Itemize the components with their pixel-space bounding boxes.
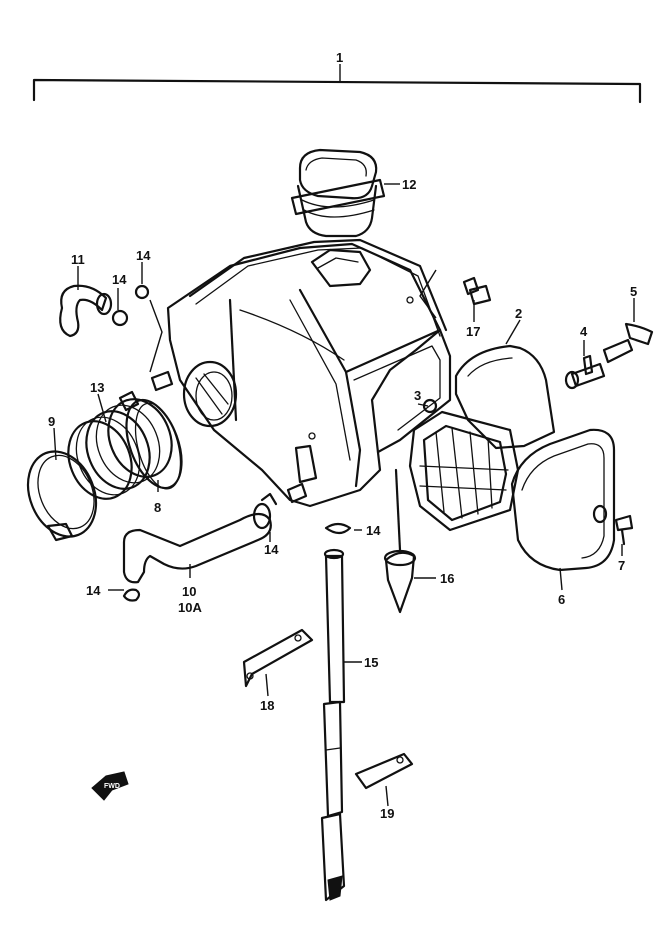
drain-valve-part-16 [383, 468, 417, 614]
callout-19: 19 [380, 806, 394, 821]
callout-17: 17 [466, 324, 480, 339]
drain-pipe-part-15 [320, 548, 346, 902]
callout-2: 2 [515, 306, 522, 321]
callout-11: 11 [71, 252, 85, 267]
drain-hose-part-10 [122, 492, 278, 584]
front-direction-arrow-icon: FWD [91, 771, 129, 801]
callout-14-mid: 14 [264, 542, 279, 557]
callout-8: 8 [154, 500, 161, 515]
screw-part-4 [564, 354, 606, 390]
callout-5: 5 [630, 284, 637, 299]
callout-3: 3 [414, 388, 421, 403]
callout-7: 7 [618, 558, 625, 573]
leader-lines [53, 183, 635, 807]
callout-18: 18 [260, 698, 274, 713]
callout-14-upper-left: 14 [112, 272, 127, 287]
clip-part-14-lower [122, 522, 352, 602]
callout-12: 12 [402, 177, 416, 192]
callout-14-lower: 14 [86, 583, 101, 598]
bracket-part-18 [242, 628, 314, 688]
callout-14-right: 14 [366, 523, 381, 538]
hose-part-11 [59, 284, 113, 338]
front-arrow-label: FWD [104, 783, 120, 790]
air-cleaner-case [150, 238, 452, 508]
callout-6: 6 [558, 592, 565, 607]
callout-labels: 1 2 3 4 5 6 7 8 9 10 10A 11 12 13 14 14 … [48, 50, 637, 821]
filter-sponge-part-2 [454, 344, 556, 450]
callout-4: 4 [580, 324, 588, 339]
screw-part-7 [614, 514, 634, 546]
callout-13: 13 [90, 380, 104, 395]
knob-part-5 [602, 322, 654, 364]
cleaner-cover-part-6 [510, 428, 616, 572]
callout-9: 9 [48, 414, 55, 429]
callout-1: 1 [336, 50, 343, 65]
callout-14-upper-right: 14 [136, 248, 151, 263]
callout-16: 16 [440, 571, 454, 586]
clip-part-14-upper [111, 284, 150, 327]
callout-10a: 10A [178, 600, 202, 615]
callout-10: 10 [182, 584, 196, 599]
intake-duct-part-12 [290, 148, 386, 238]
filter-element-part-3 [408, 398, 520, 532]
clamp-part-9 [26, 450, 98, 542]
callout-15: 15 [364, 655, 378, 670]
clamp-part-8 [118, 390, 182, 490]
bolt-part-17 [462, 276, 492, 306]
bracket-part-19 [354, 752, 414, 790]
assembly-bracket [32, 64, 642, 104]
